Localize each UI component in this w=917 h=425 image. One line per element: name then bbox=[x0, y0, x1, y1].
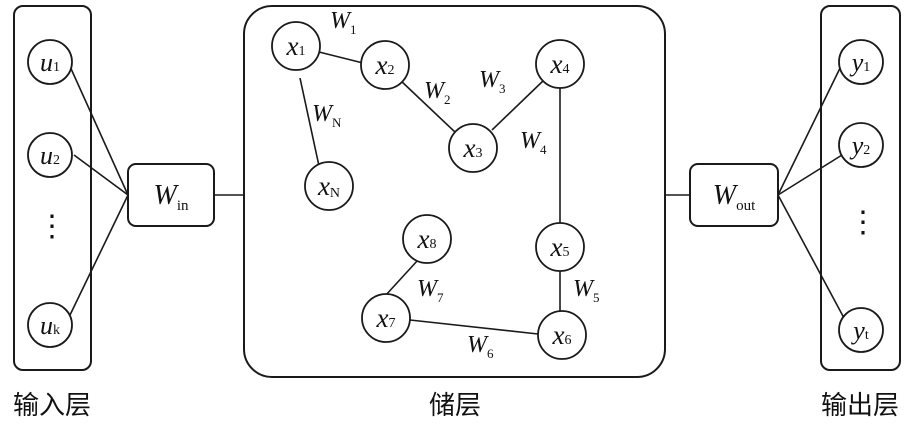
svg-text:x1: x1 bbox=[286, 31, 306, 61]
weight-label-w7: W7 bbox=[417, 276, 444, 305]
edge-x1-x2 bbox=[318, 51, 364, 64]
svg-text:x7: x7 bbox=[376, 303, 396, 333]
weight-label-w5: W5 bbox=[573, 276, 600, 305]
svg-text:uk: uk bbox=[40, 311, 60, 340]
edge-x7-x8 bbox=[384, 259, 419, 297]
reservoir-node-x7: x7 bbox=[361, 293, 411, 343]
reservoir-node-xN: xN bbox=[304, 161, 354, 211]
output-ellipsis: ⋮ bbox=[848, 206, 878, 239]
svg-text:xN: xN bbox=[317, 171, 340, 201]
input-connections bbox=[67, 61, 244, 316]
reservoir-node-x3: x3 bbox=[448, 123, 498, 173]
input-node-u2: u2 bbox=[27, 132, 73, 178]
input-layer-caption: 输入层 bbox=[13, 391, 91, 421]
input-layer-box bbox=[13, 5, 92, 371]
svg-text:x3: x3 bbox=[463, 133, 483, 163]
edge-wout-y2 bbox=[777, 154, 843, 196]
input-ellipsis: ⋮ bbox=[37, 210, 67, 243]
input-nodes: u1 u2 ⋮ uk bbox=[27, 39, 73, 348]
edge-x1-xN bbox=[299, 77, 320, 167]
output-layer-box bbox=[820, 5, 901, 371]
svg-text:x5: x5 bbox=[550, 232, 570, 262]
svg-text:Win: Win bbox=[154, 180, 189, 214]
edge-x2-x3 bbox=[399, 79, 457, 134]
weight-label-w4: W4 bbox=[520, 128, 547, 157]
svg-text:x4: x4 bbox=[550, 49, 570, 79]
output-node-yt: yt bbox=[838, 307, 884, 353]
svg-text:yt: yt bbox=[850, 316, 869, 345]
edge-u1-win bbox=[67, 61, 129, 196]
output-nodes: y1 y2 ⋮ yt bbox=[838, 39, 884, 353]
svg-text:y2: y2 bbox=[849, 131, 871, 160]
reservoir-caption: 储层 bbox=[429, 391, 481, 421]
weight-label-w6: W6 bbox=[467, 332, 494, 361]
reservoir-node-x6: x6 bbox=[537, 310, 587, 360]
edge-wout-y1 bbox=[777, 61, 844, 196]
reservoir-node-x1: x1 bbox=[271, 21, 321, 71]
svg-text:Wout: Wout bbox=[713, 180, 756, 214]
reservoir-node-x4: x4 bbox=[535, 39, 585, 89]
input-node-uk: uk bbox=[27, 302, 73, 348]
w-in-box: Win bbox=[127, 163, 215, 227]
svg-text:x6: x6 bbox=[552, 320, 572, 350]
weight-label-w1: W1 bbox=[330, 8, 357, 37]
weight-labels: W1 W2 W3 W4 W5 W6 W7 WN bbox=[312, 8, 600, 361]
reservoir-box bbox=[243, 5, 666, 378]
reservoir-nodes: x1 x2 x3 x4 x5 x6 x7 x8 bbox=[271, 21, 587, 360]
reservoir-edges bbox=[299, 51, 561, 335]
edge-x3-x4 bbox=[491, 79, 545, 131]
edge-uk-win bbox=[69, 194, 129, 316]
svg-text:u2: u2 bbox=[40, 141, 60, 170]
reservoir-node-x5: x5 bbox=[535, 222, 585, 272]
weight-label-wN: WN bbox=[312, 101, 342, 130]
reservoir-node-x2: x2 bbox=[360, 40, 410, 90]
w-out-box: Wout bbox=[689, 163, 779, 227]
svg-text:u1: u1 bbox=[40, 48, 60, 77]
edge-u2-win bbox=[73, 154, 129, 196]
input-node-u1: u1 bbox=[27, 39, 73, 85]
output-layer-caption: 输出层 bbox=[821, 391, 899, 421]
svg-text:x8: x8 bbox=[417, 224, 437, 254]
edge-x7-x6 bbox=[409, 319, 539, 335]
output-node-y2: y2 bbox=[838, 122, 884, 168]
reservoir-node-x8: x8 bbox=[402, 214, 452, 264]
weight-label-w3: W3 bbox=[479, 67, 506, 96]
output-connections bbox=[665, 61, 845, 319]
svg-text:y1: y1 bbox=[849, 48, 871, 77]
output-node-y1: y1 bbox=[838, 39, 884, 85]
edge-wout-yt bbox=[777, 194, 845, 319]
weight-label-w2: W2 bbox=[424, 78, 451, 107]
svg-text:x2: x2 bbox=[375, 50, 395, 80]
